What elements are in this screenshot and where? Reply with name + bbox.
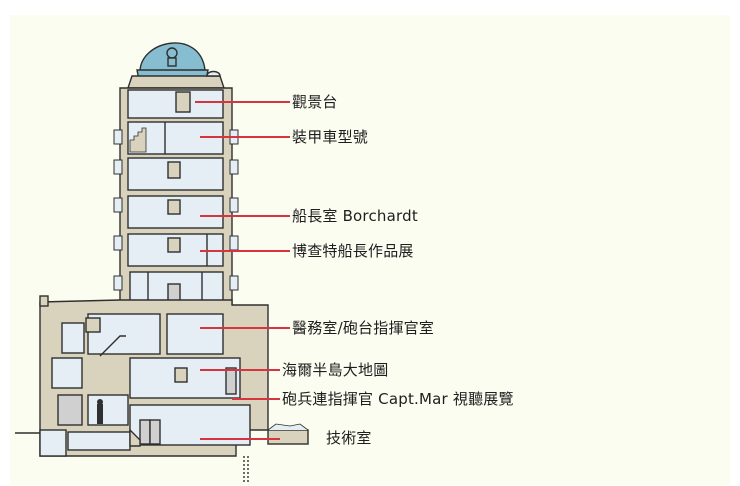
leader-armored-car-model bbox=[200, 136, 290, 138]
leader-captain-room bbox=[200, 215, 290, 217]
leader-medical-room bbox=[200, 327, 290, 329]
person-figure bbox=[97, 404, 103, 424]
label-medical-room: 醫務室/砲台指揮官室 bbox=[292, 319, 435, 337]
label-observation-deck: 觀景台 bbox=[292, 93, 338, 111]
diagram-canvas: 觀景台 裝甲車型號 船長室 Borchardt 博查特船長作品展 醫務室/砲台指… bbox=[10, 15, 730, 485]
label-hel-map: 海爾半島大地圖 bbox=[282, 361, 389, 379]
label-captain-exhibition: 博查特船長作品展 bbox=[292, 242, 414, 260]
label-armored-car-model: 裝甲車型號 bbox=[292, 128, 369, 146]
leader-captain-exhibition bbox=[200, 250, 290, 252]
leader-capt-mar bbox=[232, 398, 280, 400]
label-captain-room: 船長室 Borchardt bbox=[292, 207, 418, 225]
label-technical-room: 技術室 bbox=[326, 429, 372, 447]
tower-cross-section bbox=[15, 42, 309, 484]
leader-observation-deck bbox=[195, 101, 290, 103]
leader-hel-map bbox=[200, 369, 280, 371]
label-capt-mar: 砲兵連指揮官 Capt.Mar 視聽展覽 bbox=[282, 390, 514, 408]
leader-technical-room bbox=[200, 438, 280, 440]
